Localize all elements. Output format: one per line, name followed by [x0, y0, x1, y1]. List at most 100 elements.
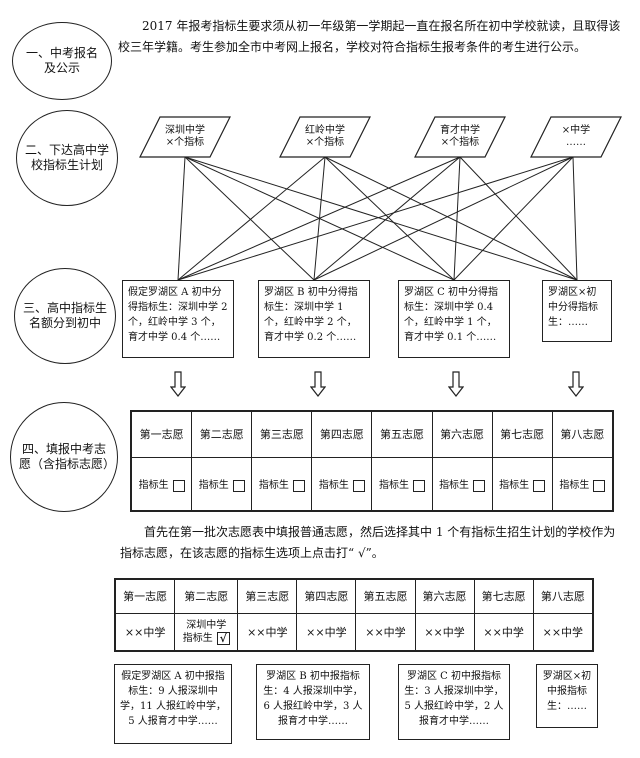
high-school-2-name: 红岭中学: [305, 125, 345, 136]
high-school-parallelogram-1: [139, 116, 231, 158]
wish-option-cell[interactable]: 指标生: [431, 456, 493, 512]
wish-option-cell[interactable]: 指标生: [191, 456, 253, 512]
connection-line-4-1: [177, 156, 574, 281]
zhibiao-label: 指标生: [378, 480, 409, 491]
example-header-5: 第五志愿: [355, 578, 416, 614]
checkbox[interactable]: [232, 479, 245, 492]
allocation-box-c: 罗湖区 C 初中分得指标生：深圳中学 0.4 个，红岭中学 1 个，育才中学 0…: [398, 280, 510, 358]
wish-table: 第一志愿 第二志愿 第三志愿 第四志愿 第五志愿 第六志愿 第七志愿 第八志愿 …: [130, 410, 614, 512]
connection-line-4-4: [572, 156, 578, 281]
high-school-2-quota: ×个指标: [305, 137, 345, 148]
connection-line-4-2: [313, 156, 574, 281]
wish-header-6: 第六志愿: [431, 410, 493, 458]
zhibiao-label: 指标生: [439, 480, 470, 491]
high-school-2: 红岭中学×个指标: [290, 117, 360, 157]
example-school-3: ××中学: [237, 612, 298, 652]
connection-line-3-4: [459, 156, 578, 281]
applicant-box-c: 罗湖区 C 初中报指标生：3 人报深圳中学，5 人报红岭中学，2 人报育才中学……: [398, 664, 510, 740]
high-school-parallelogram-3: [414, 116, 506, 158]
high-school-1-name: 深圳中学: [165, 125, 205, 136]
connection-line-2-3: [324, 156, 455, 281]
wish-header-7: 第七志愿: [491, 410, 553, 458]
checkbox[interactable]: [352, 479, 365, 492]
applicant-x-text: 罗湖区×初中报指标生：……: [542, 671, 592, 712]
example-header-8: 第八志愿: [532, 578, 594, 614]
connection-line-2-4: [324, 156, 578, 281]
allocation-b-text: 罗湖区 B 初中分得指标生：深圳中学 1 个，红岭中学 2 个，育才中学 0.2…: [264, 287, 358, 343]
wish-option-cell[interactable]: 指标生: [551, 456, 614, 512]
high-school-parallelogram-4: [530, 116, 622, 158]
zhibiao-label: 指标生: [499, 480, 530, 491]
example-school-6: ××中学: [414, 612, 475, 652]
high-school-4: ×中学……: [541, 117, 611, 157]
step-4-ellipse: 四、填报中考志愿（含指标志愿）: [10, 402, 118, 512]
connection-line-1-4: [184, 156, 578, 281]
zhibiao-label: 指标生: [318, 480, 349, 491]
example-school-8: ××中学: [532, 612, 594, 652]
wish-header-3: 第三志愿: [251, 410, 313, 458]
wish-option-cell[interactable]: 指标生: [311, 456, 373, 512]
allocation-x-text: 罗湖区×初中分得指标生：……: [548, 287, 598, 328]
checkbox[interactable]: [533, 479, 546, 492]
step-2-ellipse: 二、下达高中学校指标生计划: [16, 110, 118, 206]
checkbox[interactable]: [172, 479, 185, 492]
wish-header-1: 第一志愿: [130, 410, 193, 458]
step-4-label: 四、填报中考志愿（含指标志愿）: [19, 442, 116, 471]
high-school-1-quota: ×个指标: [165, 137, 205, 148]
high-school-3-quota: ×个指标: [440, 137, 480, 148]
zhibiao-label: 指标生: [559, 480, 590, 491]
example-school-1: ××中学: [114, 612, 176, 652]
connection-line-1-1: [177, 156, 186, 281]
example-school-5: ××中学: [355, 612, 416, 652]
step-3-ellipse: 三、高中指标生名额分到初中: [14, 268, 116, 364]
selected-wish-cell[interactable]: 深圳中学指标生√: [174, 612, 239, 652]
down-arrow-icon: [170, 371, 186, 397]
applicant-box-a: 假定罗湖区 A 初中报指标生：9 人报深圳中学，11 人报红岭中学，5 人报育才…: [114, 664, 232, 744]
example-header-2: 第二志愿: [174, 578, 239, 614]
wish-option-cell[interactable]: 指标生: [251, 456, 313, 512]
checkbox[interactable]: [292, 479, 305, 492]
step-2-label: 二、下达高中学校指标生计划: [25, 143, 110, 172]
checkbox[interactable]: [473, 479, 486, 492]
example-school-7: ××中学: [473, 612, 534, 652]
applicant-b-text: 罗湖区 B 初中报指标生：4 人报深圳中学，6 人报红岭中学，3 人报育才中学……: [263, 671, 363, 727]
connection-line-2-1: [177, 156, 326, 281]
connection-line-3-3: [453, 156, 461, 281]
instruction-paragraph: 首先在第一批次志愿表中填报普通志愿，然后选择其中 1 个有指标生招生计划的学校作…: [120, 522, 626, 564]
example-wish-table: 第一志愿 第二志愿 第三志愿 第四志愿 第五志愿 第六志愿 第七志愿 第八志愿 …: [114, 578, 594, 652]
wish-header-5: 第五志愿: [371, 410, 433, 458]
example-header-7: 第七志愿: [473, 578, 534, 614]
wish-header-2: 第二志愿: [191, 410, 253, 458]
wish-header-4: 第四志愿: [311, 410, 373, 458]
example-school-4: ××中学: [296, 612, 357, 652]
example-header-3: 第三志愿: [237, 578, 298, 614]
checked-checkbox[interactable]: √: [216, 631, 230, 645]
step-1-label: 一、中考报名及公示: [25, 46, 98, 75]
high-school-3: 育才中学×个指标: [425, 117, 495, 157]
checkbox[interactable]: [593, 479, 606, 492]
wish-option-cell[interactable]: 指标生: [491, 456, 553, 512]
wish-option-cell[interactable]: 指标生: [130, 456, 193, 512]
applicant-c-text: 罗湖区 C 初中报指标生：3 人报深圳中学，5 人报红岭中学，2 人报育才中学……: [404, 671, 504, 727]
checkbox[interactable]: [412, 479, 425, 492]
down-arrow-icon: [310, 371, 326, 397]
allocation-box-b: 罗湖区 B 初中分得指标生：深圳中学 1 个，红岭中学 2 个，育才中学 0.2…: [258, 280, 370, 358]
step-3-label: 三、高中指标生名额分到初中: [23, 301, 108, 330]
wish-option-cell[interactable]: 指标生: [371, 456, 433, 512]
selected-zhibiao-label: 指标生: [182, 632, 213, 644]
example-header-4: 第四志愿: [296, 578, 357, 614]
allocation-c-text: 罗湖区 C 初中分得指标生：深圳中学 0.4 个，红岭中学 1 个，育才中学 0…: [404, 287, 499, 343]
applicant-box-b: 罗湖区 B 初中报指标生：4 人报深圳中学，6 人报红岭中学，3 人报育才中学……: [256, 664, 370, 740]
applicant-box-x: 罗湖区×初中报指标生：……: [536, 664, 598, 728]
allocation-box-a: 假定罗湖区 A 初中分得指标生：深圳中学 2 个，红岭中学 3 个，育才中学 0…: [122, 280, 234, 358]
high-school-4-name: ×中学: [561, 125, 591, 136]
allocation-a-text: 假定罗湖区 A 初中分得指标生：深圳中学 2 个，红岭中学 3 个，育才中学 0…: [128, 287, 228, 343]
down-arrow-icon: [568, 371, 584, 397]
instruction-text: 首先在第一批次志愿表中填报普通志愿，然后选择其中 1 个有指标生招生计划的学校作…: [120, 525, 616, 560]
connection-line-4-3: [453, 156, 574, 281]
high-school-1: 深圳中学×个指标: [150, 117, 220, 157]
intro-text: 2017 年报考指标生要求须从初一年级第一学期起一直在报名所在初中学校就读，且取…: [118, 19, 621, 54]
allocation-box-x: 罗湖区×初中分得指标生：……: [542, 280, 612, 342]
high-school-4-quota: ……: [565, 137, 586, 148]
